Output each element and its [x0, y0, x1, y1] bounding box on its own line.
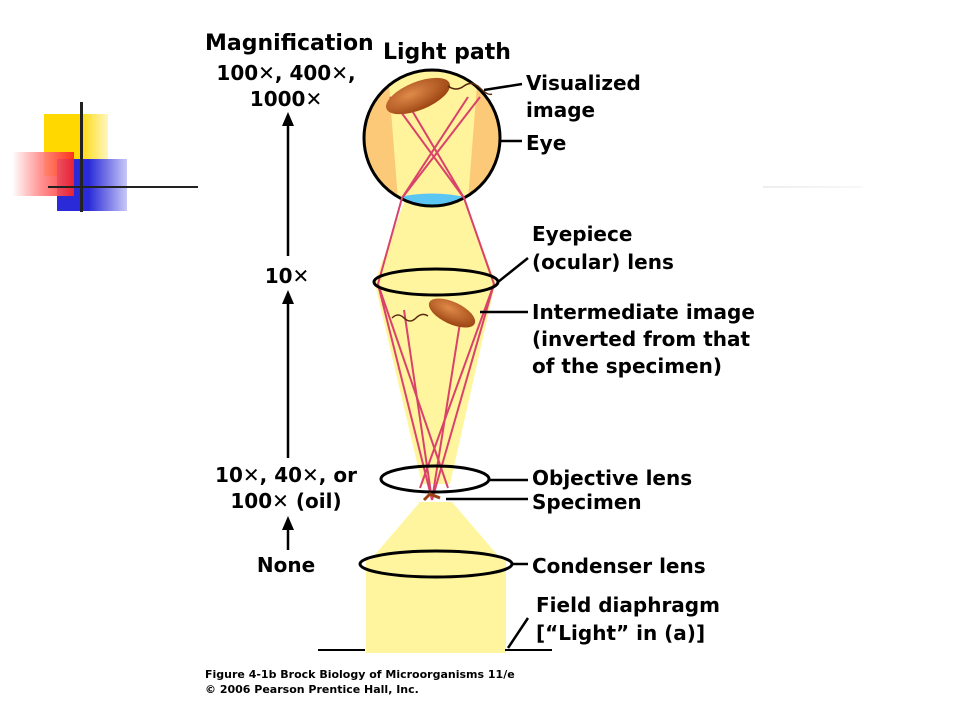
decor-vertical-line	[80, 102, 83, 212]
label-field-line2: [“Light” in (a)]	[536, 621, 705, 645]
label-intermediate-line3: of the specimen)	[532, 354, 722, 378]
decor-horizontal-line	[48, 186, 198, 188]
magnification-eyepiece: 10✕	[265, 264, 310, 288]
label-objective: Objective lens	[532, 466, 692, 490]
ray-2	[389, 96, 496, 501]
label-field-line1: Field diaphragm	[536, 593, 720, 617]
ray-1	[376, 96, 481, 501]
light-cone-objective	[374, 280, 496, 484]
label-intermediate-line1: Intermediate image	[532, 300, 755, 324]
decor-horizontal-line-right	[763, 186, 863, 188]
ray-lines	[376, 96, 496, 501]
label-condenser: Condenser lens	[532, 554, 706, 578]
light-path-header: Light path	[383, 40, 511, 65]
label-specimen: Specimen	[532, 490, 642, 514]
magnification-condenser: None	[257, 553, 315, 577]
leader-lines	[446, 82, 530, 649]
intermediate-image-bacterium-icon	[391, 298, 476, 328]
objective-lens	[379, 464, 491, 494]
light-cone-eyepiece	[374, 200, 496, 284]
magnification-objective-line1: 10✕, 40✕, or	[215, 463, 357, 487]
magnification-objective-line2: 100✕ (oil)	[230, 489, 341, 513]
label-eye: Eye	[526, 131, 566, 155]
magnification-eye-line2: 1000✕	[250, 87, 322, 111]
label-intermediate-line2: (inverted from that	[532, 327, 751, 351]
label-visualized-line1: Visualized	[526, 71, 641, 95]
caption-line1: Figure 4-1b Brock Biology of Microorgani…	[205, 668, 515, 681]
ray-8	[403, 96, 465, 199]
magnification-eye-line1: 100✕, 400✕,	[216, 61, 355, 85]
light-cone-condenser	[366, 502, 506, 565]
ray-6	[403, 309, 433, 501]
label-eyepiece-line1: Eyepiece	[532, 222, 632, 246]
caption-line2: © 2006 Pearson Prentice Hall, Inc.	[205, 683, 419, 696]
magnification-header: Magnification	[205, 31, 374, 56]
decor-red-square	[12, 152, 74, 196]
label-eyepiece-line2: (ocular) lens	[532, 250, 674, 274]
label-visualized-line2: image	[526, 98, 595, 122]
ray-5	[431, 309, 463, 501]
ray-4	[377, 283, 449, 489]
visualized-image-bacterium-icon	[386, 77, 493, 115]
ray-3	[419, 283, 495, 489]
specimen-icon	[422, 492, 441, 502]
magnification-arrows	[282, 112, 294, 550]
